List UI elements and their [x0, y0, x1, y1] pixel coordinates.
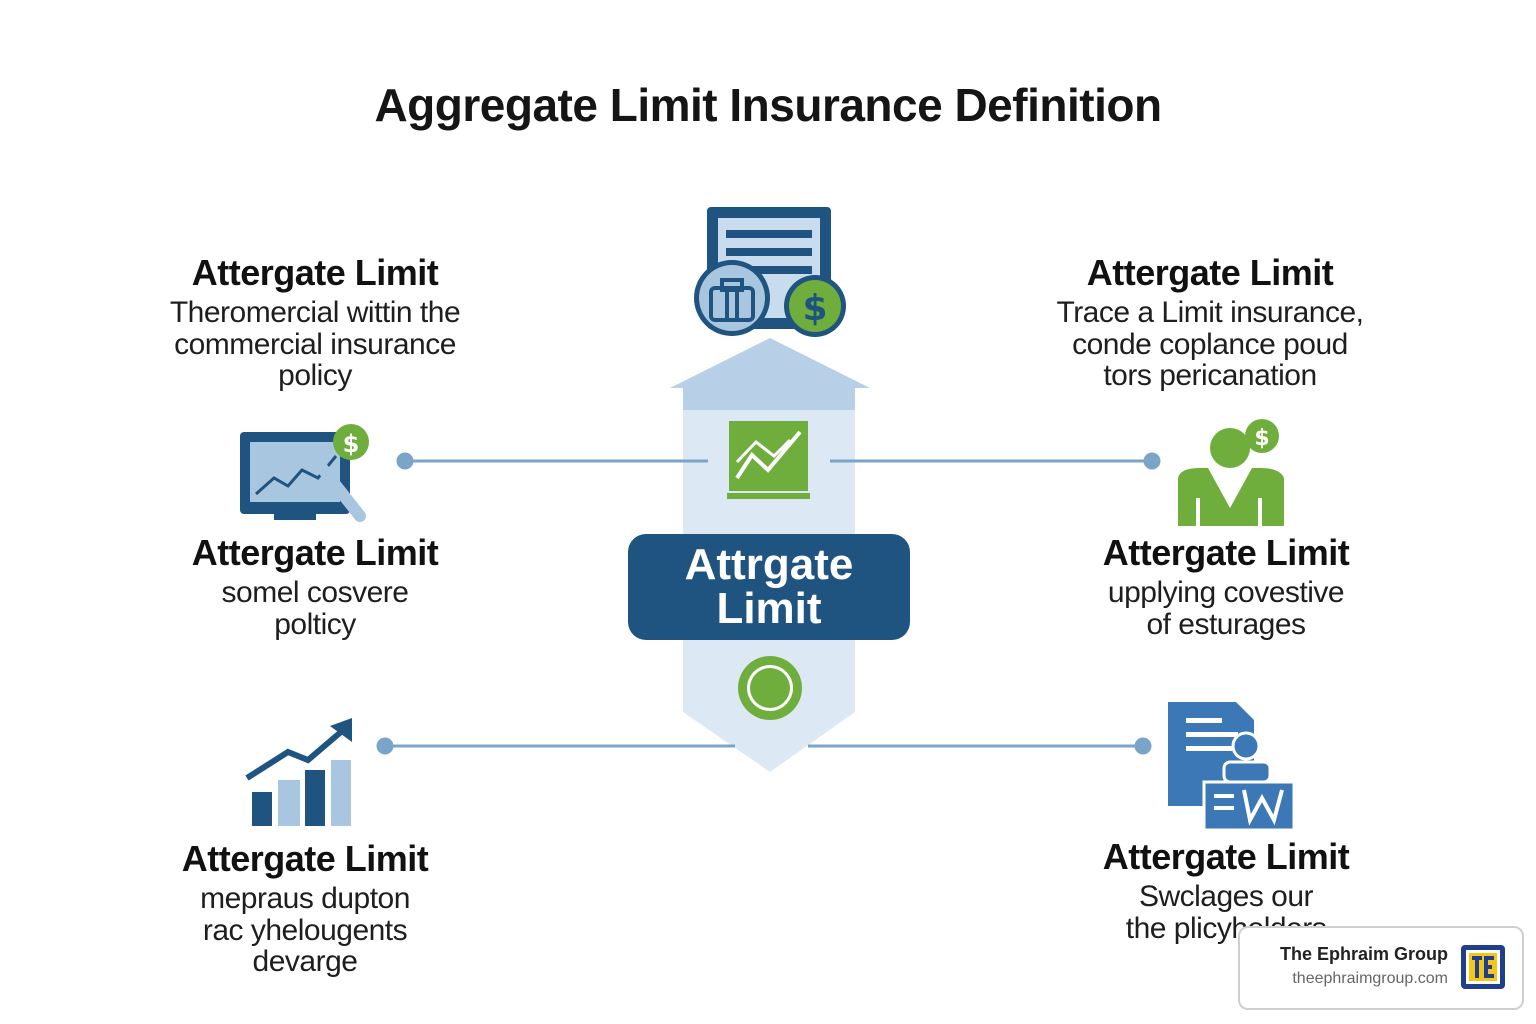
- svg-text:$: $: [802, 288, 827, 329]
- page-title: Aggregate Limit Insurance Definition: [374, 79, 1162, 131]
- document-with-briefcase-and-dollar-icon: $: [694, 207, 846, 337]
- callout-body: Theromercial wittin the commercial insur…: [169, 296, 461, 393]
- target-circle-icon: [738, 656, 802, 720]
- brand-url: theephraimgroup.com: [1292, 970, 1448, 987]
- callout-body: mepraus dupton rac yhelougents devarge: [200, 882, 410, 979]
- brand-name: The Ephraim Group: [1279, 944, 1448, 964]
- callout-heading: Attergate Limit: [191, 532, 439, 573]
- brand-logo-icon: [1461, 945, 1505, 989]
- document-person-icon: [1168, 702, 1296, 832]
- callout-heading: Attergate Limit: [181, 838, 429, 879]
- callout-middle-left: Attergate Limit somel cosvere polticy: [160, 532, 470, 640]
- callout-body: somel cosvere polticy: [221, 576, 409, 641]
- svg-text:$: $: [343, 430, 360, 458]
- bar-chart-growth-icon: [245, 718, 352, 826]
- callout-body: Trace a Limit insurance, conde coplance …: [1056, 296, 1364, 393]
- callout-heading: Attergate Limit: [1102, 836, 1350, 877]
- callout-heading: Attergate Limit: [1086, 252, 1334, 293]
- callout-heading: Attergate Limit: [191, 252, 439, 293]
- laptop-chart-dollar-icon: $: [240, 424, 369, 522]
- center-label: Attrgate Limit: [628, 534, 910, 640]
- callout-heading: Attergate Limit: [1102, 532, 1350, 573]
- brand-badge[interactable]: The Ephraim Group theephraimgroup.com: [1238, 926, 1524, 1010]
- person-dollar-icon: $: [1178, 419, 1284, 526]
- connector-lines: [376, 452, 1161, 755]
- callout-body: upplying covestive of esturages: [1107, 576, 1345, 641]
- growth-chart-icon: [727, 421, 810, 499]
- callout-top-right: Attergate Limit Trace a Limit insurance,…: [1020, 252, 1400, 392]
- callout-top-left: Attergate Limit Theromercial wittin the …: [130, 252, 500, 392]
- svg-text:$: $: [1254, 426, 1269, 451]
- callout-middle-right: Attergate Limit upplying covestive of es…: [1080, 532, 1372, 640]
- callout-bottom-left: Attergate Limit mepraus dupton rac yhelo…: [150, 838, 460, 978]
